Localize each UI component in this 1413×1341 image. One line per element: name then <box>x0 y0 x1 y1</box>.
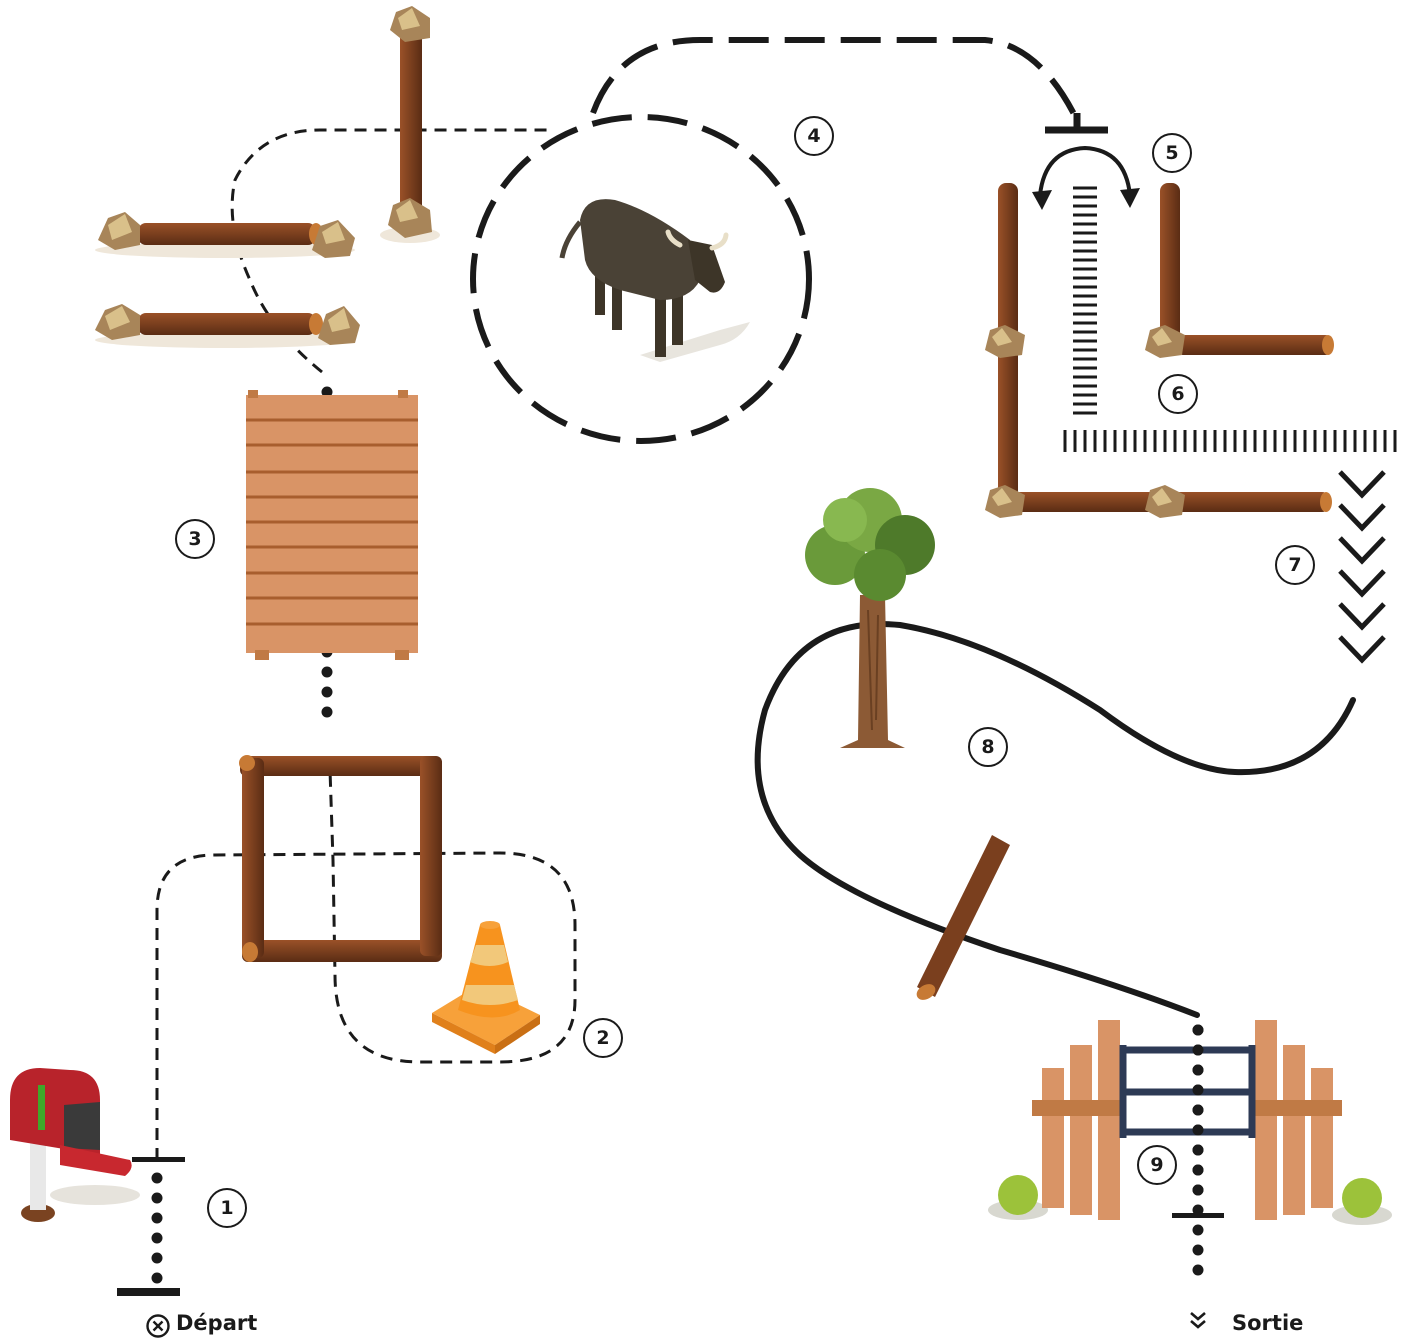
diagonal-log <box>916 835 1010 1000</box>
obstacle-number-8: 8 <box>968 727 1008 767</box>
start-gate-line <box>132 1157 185 1162</box>
log-obstacle-upper <box>95 212 355 258</box>
wooden-bridge <box>246 390 418 660</box>
double-chevron-down-icon <box>1190 1312 1206 1329</box>
trot-chevrons <box>1338 470 1386 664</box>
solid-serpentine-path <box>754 621 1356 1018</box>
circle-x-icon <box>146 1314 170 1338</box>
dashed-path-to-5 <box>590 37 1080 122</box>
obstacle-number-5: 5 <box>1152 133 1192 173</box>
turn-marker <box>1032 113 1140 210</box>
obstacle-number-7: 7 <box>1275 545 1315 585</box>
log-obstacle-lower <box>95 304 360 348</box>
exit-gate-line <box>1172 1213 1224 1218</box>
obstacle-number-1: 1 <box>207 1188 247 1228</box>
tree <box>805 488 935 748</box>
start-label: Départ <box>176 1311 258 1335</box>
mailbox <box>10 1068 140 1222</box>
gate <box>988 1020 1392 1225</box>
exit-label: Sortie <box>1232 1311 1304 1335</box>
log-obstacle-vertical <box>380 6 440 243</box>
obstacle-number-4: 4 <box>794 116 834 156</box>
obstacle-number-6: 6 <box>1158 374 1198 414</box>
traffic-cone <box>432 921 540 1054</box>
obstacle-number-9: 9 <box>1137 1145 1177 1185</box>
obstacle-number-3: 3 <box>175 519 215 559</box>
enclosure-logs <box>985 183 1334 518</box>
bull <box>559 199 750 362</box>
backing-ladder <box>1073 186 1097 415</box>
sidepass-ladder <box>1063 430 1397 452</box>
obstacle-number-2: 2 <box>583 1018 623 1058</box>
start-line <box>117 1288 180 1296</box>
log-frame <box>239 755 442 962</box>
bull-circle-path <box>470 114 812 444</box>
dashed-path-obstacle-2 <box>155 769 577 1160</box>
